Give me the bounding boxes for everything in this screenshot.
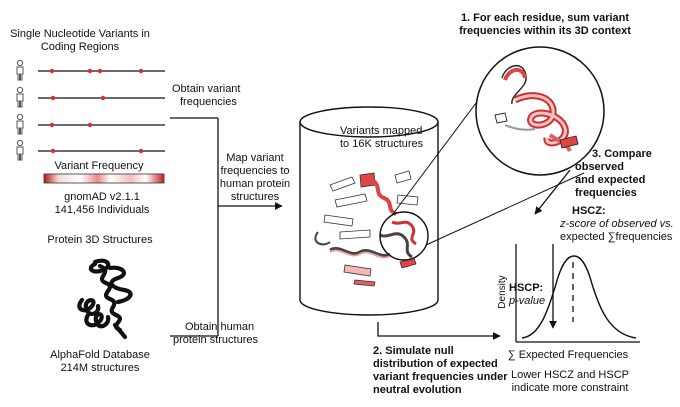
hscp-value: p-value [508,295,545,307]
gnomad-count: 141,456 Individuals [55,204,150,216]
hscp-title: HSCP: [509,282,543,294]
snv-rows [16,59,165,161]
variant-dot [97,68,103,74]
map-label-line2: frequencies to [220,165,289,177]
variant-dot [138,148,144,154]
map-label-line1: Map variant [226,152,283,164]
step1-title-line1: 1. For each residue, sum variant [461,12,629,24]
step3-arrow [534,169,571,215]
x-axis-label: ∑ Expected Frequencies [508,349,629,361]
snv-title-line2: Coding Regions [41,41,120,53]
variant-dot [50,95,56,101]
snv-title-line1: Single Nucleotide Variants in [10,28,150,40]
footer-line1: Lower HSCZ and HSCP [511,369,629,381]
null-distribution-curve [521,255,637,339]
zoom-region-circle [379,211,429,261]
obtain-human-label-2: protein structures [173,334,258,346]
obtain-variant-label: Obtain variant [172,83,240,95]
person-icon [16,59,24,161]
structure-database-cylinder [299,106,439,316]
variant-dot [87,122,93,128]
step2-title-line4: neutral evolution [373,384,462,396]
protein-structures-title: Protein 3D Structures [47,234,153,246]
step3-title-line4: frequencies [575,187,637,199]
obtain-human-label: Obtain human [185,321,254,333]
cylinder-label-line1: Variants mapped [340,125,422,137]
map-label-line4: structures [231,191,280,203]
variant-dot [49,68,55,74]
variant-dot [50,148,56,154]
variant-frequency-bar [43,173,165,184]
variant-dot [49,122,55,128]
hscz-description-line1: z-score of observed vs. [559,218,674,230]
alphafold-protein-icon [77,258,133,340]
footer-line2: indicate more constraint [512,382,629,394]
hscz-title: HSCZ: [572,205,606,217]
y-axis-label: Density [497,275,508,308]
step2-title-line1: 2. Simulate null [373,345,454,357]
density-plot: Density ∑ Expected Frequencies [497,244,640,361]
protein-ribbon-structure [314,170,419,287]
gnomad-label: gnomAD v2.1.1 [64,191,140,203]
cylinder-label-line2: to 16K structures [340,138,424,150]
variant-dot [100,95,106,101]
variant-dot [138,68,144,74]
variant-frequency-label: Variant Frequency [54,160,144,172]
step2-title-line2: distribution of expected [373,358,498,370]
merge-bracket [170,117,283,337]
alphafold-label: AlphaFold Database [50,349,150,361]
step3-title-line2: observed [575,161,624,173]
step3-title-line3: and expected [575,174,645,186]
step3-title-line1: 3. Compare [592,148,652,160]
zoomed-helix [494,65,579,153]
step2-arrow [377,322,501,340]
hscz-description-line2: expected ∑frequencies [560,231,673,243]
step2-title-line3: variant frequencies under [373,371,508,383]
map-label-line3: human protein [220,178,290,190]
step1-title-line2: frequencies within its 3D context [459,25,631,37]
variant-dot [87,68,93,74]
alphafold-count: 214M structures [61,362,140,374]
obtain-variant-label-2: frequencies [180,96,237,108]
